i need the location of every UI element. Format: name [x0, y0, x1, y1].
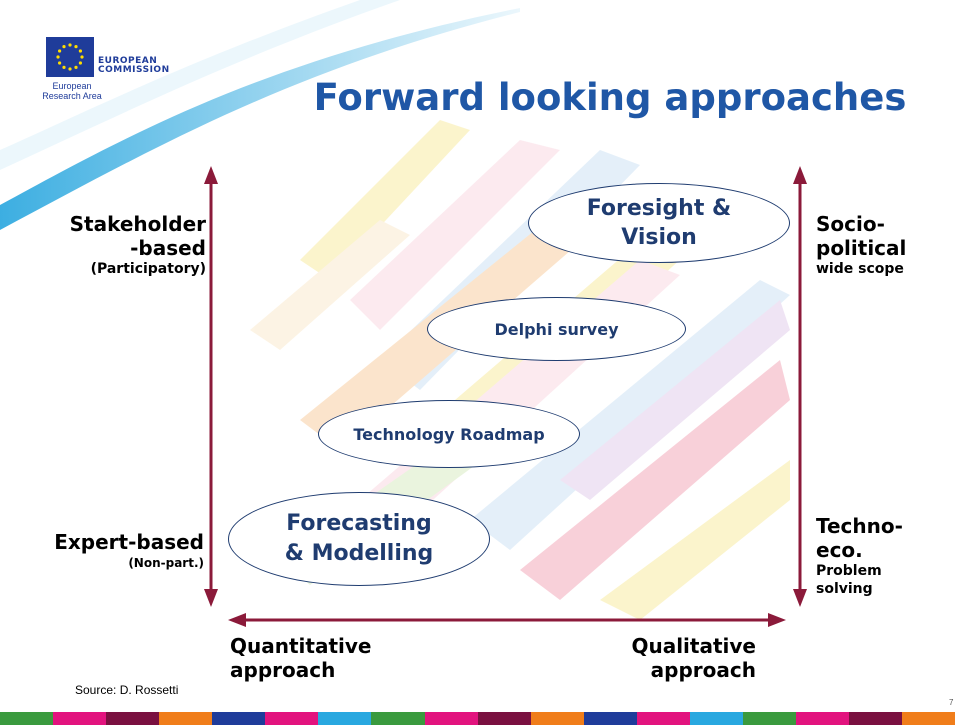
right-bottom-label: Techno- eco. Problem solving [816, 514, 903, 598]
left-bottom-label: Expert-based (Non-part.) [46, 530, 204, 572]
qualitative-approach-line: approach [650, 658, 756, 682]
footer-color-segment [583, 712, 637, 725]
footer-color-segment [371, 712, 425, 725]
forecasting-modelling-oval: Forecasting & Modelling [228, 492, 490, 586]
political-label: political [816, 236, 907, 260]
footer-color-segment [742, 712, 796, 725]
quantitative-line: Quantitative [230, 634, 372, 658]
footer-color-segment [318, 712, 372, 725]
qualitative-line: Qualitative [631, 634, 756, 658]
footer-color-segment [902, 712, 955, 725]
logo-line-european-2: European [52, 81, 92, 91]
stakeholder-label: Stakeholder [69, 212, 206, 236]
wide-scope-label: wide scope [816, 261, 904, 277]
source-credit: Source: D. Rossetti [75, 683, 179, 697]
left-vertical-arrow [204, 166, 218, 607]
footer-color-segment [212, 712, 266, 725]
problem-label: Problem [816, 563, 882, 579]
logo-line-research-area: Research Area [42, 91, 102, 101]
footer-color-bar [0, 712, 955, 725]
right-top-label: Socio- political wide scope [816, 212, 906, 278]
eco-label: eco. [816, 538, 863, 562]
footer-color-segment [53, 712, 107, 725]
logo-line-commission: COMMISSION [98, 65, 170, 75]
modelling-line: & Modelling [284, 541, 434, 566]
techno-label: Techno- [816, 514, 903, 538]
era-wordmark: European Research Area [33, 81, 111, 101]
quantitative-approach-line: approach [230, 658, 336, 682]
footer-color-segment [106, 712, 160, 725]
footer-color-segment [530, 712, 584, 725]
footer-color-segment [849, 712, 903, 725]
delphi-survey-text: Delphi survey [494, 319, 619, 339]
horizontal-arrow [228, 613, 786, 627]
expert-based-label: Expert-based [54, 530, 204, 554]
eu-flag-icon [46, 37, 94, 77]
footer-color-segment [689, 712, 743, 725]
right-vertical-arrow [793, 166, 807, 607]
footer-color-segment [636, 712, 690, 725]
footer-color-segment [0, 712, 54, 725]
slide-title: Forward looking approaches [313, 76, 907, 119]
technology-roadmap-oval: Technology Roadmap [318, 400, 580, 468]
vision-line: Vision [621, 225, 697, 250]
qualitative-label: Qualitative approach [600, 634, 756, 682]
quantitative-label: Quantitative approach [230, 634, 371, 682]
left-top-label: Stakeholder -based (Participatory) [66, 212, 206, 278]
foresight-line: Foresight & [586, 196, 732, 221]
based-label: -based [130, 236, 206, 260]
socio-label: Socio- [816, 212, 885, 236]
technology-roadmap-text: Technology Roadmap [353, 424, 545, 444]
logo-line-european: EUROPEAN [98, 56, 158, 66]
non-participatory-label: (Non-part.) [128, 556, 204, 570]
ec-wordmark: EUROPEAN COMMISSION [98, 57, 170, 75]
footer-color-segment [795, 712, 849, 725]
footer-color-segment [159, 712, 213, 725]
footer-color-segment [477, 712, 531, 725]
footer-color-segment [424, 712, 478, 725]
solving-label: solving [816, 581, 873, 597]
delphi-survey-oval: Delphi survey [427, 297, 686, 361]
foresight-vision-oval: Foresight & Vision [528, 183, 790, 263]
forecasting-line: Forecasting [286, 511, 432, 536]
participatory-label: (Participatory) [90, 261, 206, 277]
page-number: 7 [949, 698, 954, 707]
footer-color-segment [265, 712, 319, 725]
